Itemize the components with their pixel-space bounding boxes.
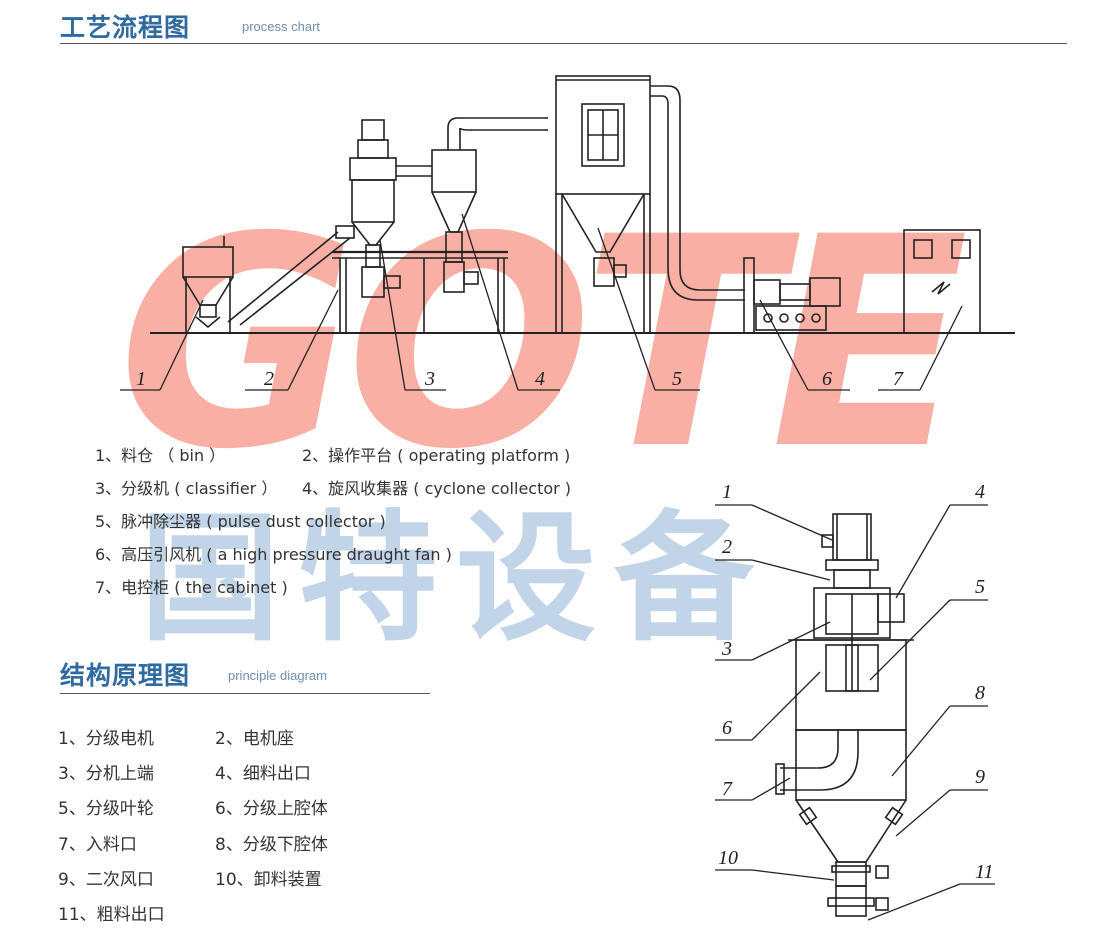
- process-callout-7: 7: [893, 368, 904, 390]
- principle-callout-8: 8: [975, 682, 985, 704]
- principle-callout-9: 9: [975, 766, 985, 788]
- principle-callout-6: 6: [722, 717, 732, 739]
- fan-drawing: [743, 257, 841, 334]
- process-legend-item: 1、料仓 （ bin ）: [95, 446, 226, 465]
- principle-callout-3: 3: [721, 638, 732, 660]
- process-callout-1: 1: [136, 368, 146, 390]
- pulse-collector-drawing: [555, 75, 745, 333]
- process-callout-5: 5: [672, 368, 682, 390]
- watermark-logo-chinese: 国特设备: [140, 498, 773, 661]
- process-callout-3: 3: [424, 368, 435, 390]
- principle-callout-11: 11: [975, 861, 994, 883]
- principle-legend-item: 3、分机上端: [58, 764, 154, 784]
- watermark-logo-latin: GOTE: [118, 176, 968, 513]
- principle-callout-7: 7: [722, 778, 733, 800]
- process-rule: [60, 43, 1067, 44]
- process-callout-leaders: [120, 213, 963, 391]
- classifier-drawing: [349, 119, 432, 298]
- process-callout-4: 4: [535, 368, 545, 390]
- process-legend-item: 5、脉冲除尘器 ( pulse dust collector ): [95, 512, 386, 531]
- process-legend-item: 7、电控柜 ( the cabinet ): [95, 578, 288, 597]
- principle-callout-1: 1: [722, 481, 732, 503]
- principle-legend-item: 9、二次风口: [58, 870, 154, 890]
- principle-rule: [60, 693, 430, 694]
- principle-title: 结构原理图: [60, 661, 191, 690]
- principle-drawing: 1 2 3 4 5 6 8 7 9 10 11: [715, 481, 995, 921]
- principle-legend-item: 8、分级下腔体: [215, 835, 328, 855]
- principle-callout-leaders: [715, 504, 995, 921]
- principle-callout-4: 4: [975, 481, 985, 503]
- principle-callout-2: 2: [722, 536, 732, 558]
- principle-legend-item: 7、入料口: [58, 835, 137, 855]
- process-callout-2: 2: [264, 368, 274, 390]
- principle-legend-item: 10、卸料装置: [215, 870, 322, 890]
- process-callout-6: 6: [822, 368, 832, 390]
- process-legend-item: 4、旋风收集器 ( cyclone collector ): [302, 479, 572, 498]
- principle-callout-10: 10: [718, 847, 738, 869]
- principle-legend-item: 6、分级上腔体: [215, 799, 328, 819]
- platform-drawing: [332, 250, 508, 333]
- bin-drawing: [182, 236, 234, 333]
- conveyor-drawing: [227, 225, 355, 326]
- process-legend-item: 6、高压引风机 ( a high pressure draught fan ): [95, 545, 452, 564]
- principle-legend-item: 5、分级叶轮: [58, 799, 154, 819]
- principle-callout-5: 5: [975, 576, 985, 598]
- principle-legend-item: 1、分级电机: [58, 729, 154, 749]
- process-legend-item: 2、操作平台 ( operating platform ): [302, 446, 571, 465]
- principle-legend-item: 11、粗料出口: [58, 905, 165, 925]
- principle-legend-item: 2、电机座: [215, 729, 294, 749]
- principle-legend-item: 4、细料出口: [215, 764, 311, 784]
- process-title: 工艺流程图: [60, 13, 191, 42]
- process-drawing: 1 2 3 4 5 6 7: [120, 75, 1015, 391]
- process-legend-item: 3、分级机 ( classifier ）: [95, 479, 278, 498]
- process-subtitle: process chart: [242, 19, 321, 34]
- cyclone-drawing: [431, 117, 548, 293]
- cabinet-drawing: [903, 229, 981, 334]
- principle-subtitle: principle diagram: [228, 668, 327, 683]
